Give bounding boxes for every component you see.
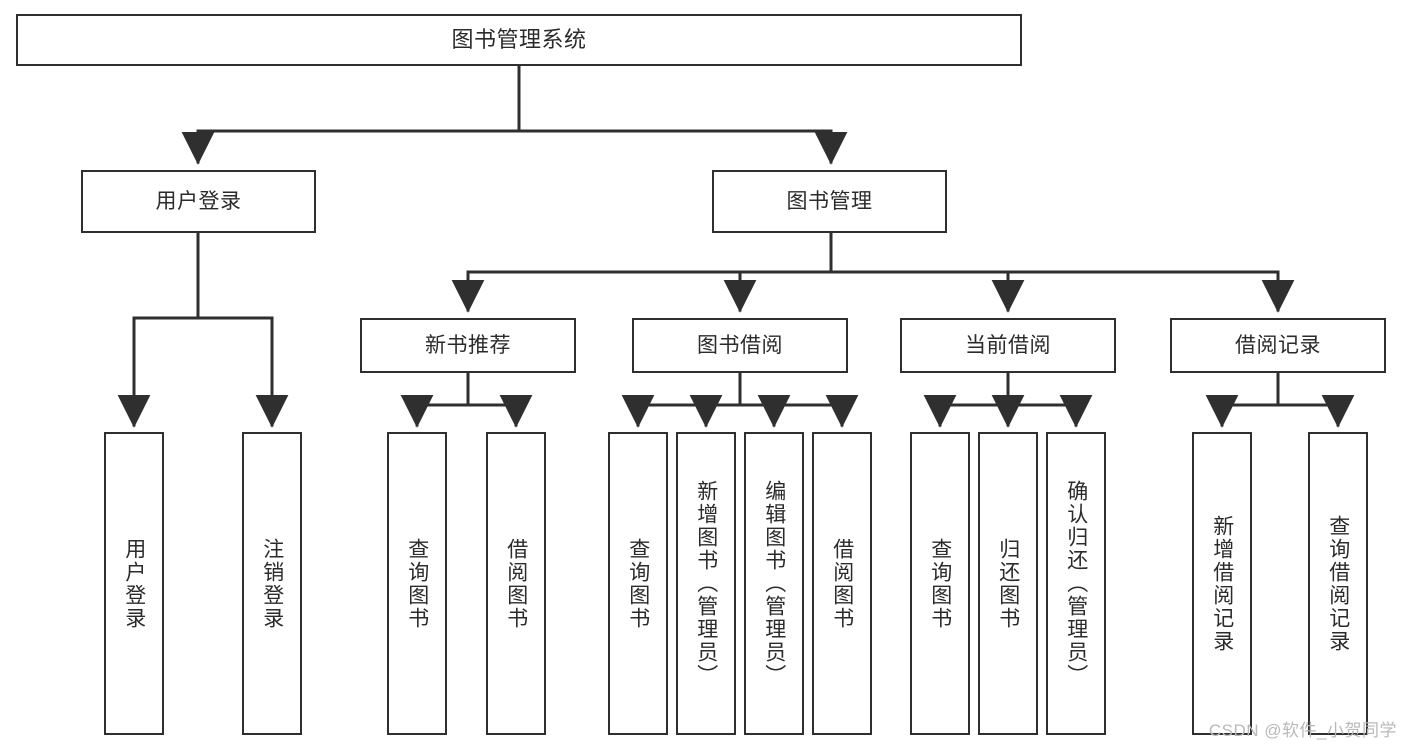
node-leaf-add-book[interactable]: 新增图书（管理员）: [676, 432, 736, 735]
node-leaf-edit-book-label: 编辑图书（管理员）: [762, 480, 786, 687]
node-new-book-rec[interactable]: 新书推荐: [360, 318, 576, 373]
node-user-login[interactable]: 用户登录: [81, 170, 316, 233]
node-current-borrow-label: 当前借阅: [965, 333, 1051, 357]
node-leaf-borrow-book-2[interactable]: 借阅图书: [812, 432, 872, 735]
node-leaf-add-record-label: 新增借阅记录: [1210, 514, 1234, 653]
node-leaf-query-book-1-label: 查询图书: [405, 537, 429, 630]
node-root-label: 图书管理系统: [451, 26, 587, 52]
node-leaf-user-login-label: 用户登录: [122, 537, 146, 630]
node-leaf-query-book-1[interactable]: 查询图书: [387, 432, 447, 735]
node-book-manage[interactable]: 图书管理: [712, 170, 947, 233]
node-leaf-return-book[interactable]: 归还图书: [978, 432, 1038, 735]
node-leaf-query-book-2-label: 查询图书: [626, 537, 650, 630]
node-book-manage-label: 图书管理: [786, 189, 873, 213]
node-leaf-query-book-2[interactable]: 查询图书: [608, 432, 668, 735]
node-leaf-confirm-return-label: 确认归还（管理员）: [1064, 480, 1088, 687]
node-current-borrow[interactable]: 当前借阅: [900, 318, 1116, 373]
node-leaf-add-record[interactable]: 新增借阅记录: [1192, 432, 1252, 735]
node-leaf-logout[interactable]: 注销登录: [242, 432, 302, 735]
node-new-book-rec-label: 新书推荐: [425, 333, 511, 357]
node-leaf-query-record-label: 查询借阅记录: [1326, 514, 1350, 653]
node-leaf-query-book-3-label: 查询图书: [928, 537, 952, 630]
node-leaf-query-book-3[interactable]: 查询图书: [910, 432, 970, 735]
watermark: CSDN @软件_小贺同学: [1208, 721, 1397, 740]
node-leaf-borrow-book-1-label: 借阅图书: [504, 537, 528, 630]
node-user-login-label: 用户登录: [155, 189, 242, 213]
node-leaf-borrow-book-1[interactable]: 借阅图书: [486, 432, 546, 735]
node-borrow-record-label: 借阅记录: [1235, 333, 1321, 357]
node-leaf-logout-label: 注销登录: [260, 537, 284, 630]
node-leaf-edit-book[interactable]: 编辑图书（管理员）: [744, 432, 804, 735]
node-leaf-add-book-label: 新增图书（管理员）: [694, 480, 718, 687]
node-leaf-return-book-label: 归还图书: [996, 537, 1020, 630]
node-leaf-borrow-book-2-label: 借阅图书: [830, 537, 854, 630]
node-book-borrow-label: 图书借阅: [697, 333, 783, 357]
node-book-borrow[interactable]: 图书借阅: [632, 318, 848, 373]
node-leaf-confirm-return[interactable]: 确认归还（管理员）: [1046, 432, 1106, 735]
node-leaf-user-login[interactable]: 用户登录: [104, 432, 164, 735]
node-leaf-query-record[interactable]: 查询借阅记录: [1308, 432, 1368, 735]
node-borrow-record[interactable]: 借阅记录: [1170, 318, 1386, 373]
node-root[interactable]: 图书管理系统: [16, 14, 1022, 66]
